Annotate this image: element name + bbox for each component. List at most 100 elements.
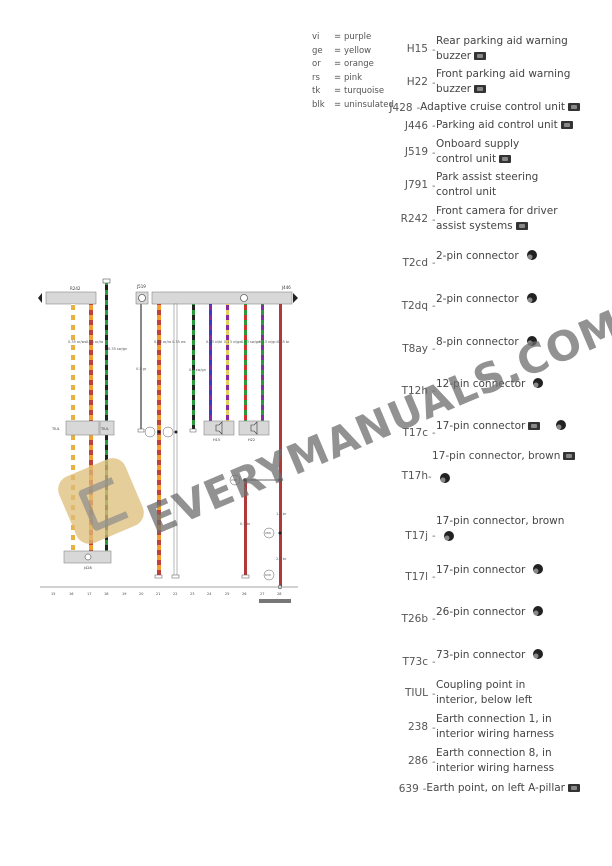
component-item: R242-Front camera for driver assist syst…	[380, 204, 580, 234]
component-desc-text: 17-pin connector	[436, 563, 526, 576]
svg-text:639: 639	[265, 573, 271, 577]
connector-icon[interactable]	[531, 377, 544, 390]
legend-row: rs=pink	[312, 72, 394, 86]
dash: -	[422, 784, 427, 795]
component-desc: 2-pin connector	[436, 292, 580, 307]
component-desc: Park assist steering control unit	[436, 170, 580, 200]
component-item: 286-Earth connection 8, in interior wiri…	[380, 746, 580, 776]
svg-text:17: 17	[87, 592, 91, 596]
legend-eq: =	[334, 32, 342, 42]
camera-icon[interactable]	[499, 155, 512, 163]
component-desc: Earth point, on left A-pillar	[426, 781, 580, 796]
connector-icon[interactable]	[442, 530, 455, 543]
svg-text:0.13 vi/ge: 0.13 vi/ge	[224, 340, 242, 344]
dash: -	[432, 180, 436, 192]
svg-text:0.35 or/ro: 0.35 or/ro	[154, 340, 171, 344]
component-code: 238	[407, 721, 428, 733]
legend-color: pink	[344, 72, 363, 83]
dash: -	[432, 257, 436, 269]
dash: -	[428, 472, 432, 483]
svg-text:238: 238	[231, 478, 237, 482]
svg-text:25: 25	[225, 592, 229, 596]
component-desc: Coupling point in interior, below left	[436, 679, 533, 706]
component-item: TIUL-Coupling point in interior, below l…	[380, 678, 580, 708]
component-desc-text: 26-pin connector	[436, 605, 526, 618]
legend-row: tk=turquoise	[312, 85, 394, 99]
connector-icon[interactable]	[525, 335, 538, 348]
component-item: T17c-17-pin connector	[380, 413, 580, 439]
camera-icon[interactable]	[563, 452, 576, 460]
reference-code-bar	[259, 599, 291, 603]
camera-icon[interactable]	[474, 52, 487, 60]
component-item: 17-pin connector, brown T17h -	[380, 450, 580, 490]
camera-icon[interactable]	[474, 85, 487, 93]
component-desc: 17-pin connector, brown	[436, 514, 580, 544]
component-desc: Adaptive cruise control unit	[420, 100, 580, 115]
camera-icon[interactable]	[568, 784, 580, 792]
component-code: J446	[404, 119, 428, 132]
svg-text:0.35 br: 0.35 br	[277, 340, 290, 344]
label-r242: R242	[70, 286, 81, 291]
connector-icon[interactable]	[438, 472, 451, 485]
legend-code: or	[312, 59, 321, 69]
svg-text:0.13 vi/bl: 0.13 vi/bl	[206, 340, 222, 344]
svg-text:28: 28	[277, 592, 281, 596]
camera-icon[interactable]	[528, 421, 541, 430]
component-code: T73c	[402, 656, 428, 668]
svg-text:26: 26	[242, 592, 246, 596]
component-code: TIUL	[404, 687, 428, 699]
connector-icon[interactable]	[525, 292, 538, 305]
component-item: J519-Onboard supply control unit	[380, 137, 580, 167]
legend-eq: =	[334, 72, 342, 83]
component-code: 639	[398, 782, 419, 795]
component-desc-text: Onboard supply control unit	[436, 138, 520, 165]
camera-icon[interactable]	[560, 121, 573, 129]
legend-row: blk=uninsulated	[312, 99, 394, 113]
svg-text:H22: H22	[248, 438, 255, 442]
camera-icon[interactable]	[515, 222, 528, 230]
component-code: J428	[389, 101, 413, 114]
component-code: T17c	[402, 427, 428, 439]
svg-text:27: 27	[260, 592, 264, 596]
legend-color: yellow	[344, 45, 372, 56]
dash: -	[432, 688, 436, 700]
component-item: J428-Adaptive cruise control unit	[380, 100, 580, 115]
component-item: T73c-73-pin connector	[380, 642, 580, 668]
connector-icon[interactable]	[554, 419, 567, 432]
component-desc: Onboard supply control unit	[436, 137, 580, 167]
svg-text:0.35 or/ws: 0.35 or/ws	[68, 340, 87, 344]
connector-icon[interactable]	[525, 249, 538, 262]
component-desc: Parking aid control unit	[436, 118, 580, 133]
svg-text:J519: J519	[136, 284, 146, 289]
component-desc-text: 17-pin connector, brown	[432, 450, 561, 462]
component-desc-text: Front parking aid warning buzzer	[436, 68, 571, 95]
camera-icon[interactable]	[568, 103, 580, 111]
legend-eq: =	[334, 99, 342, 110]
svg-text:TIUL: TIUL	[51, 427, 60, 431]
legend-color: purple	[344, 32, 372, 42]
component-code: 286	[407, 755, 428, 767]
connector-icon[interactable]	[531, 648, 544, 661]
dash: -	[432, 147, 436, 159]
component-desc: Earth connection 1, in interior wiring h…	[436, 713, 555, 740]
connector-icon[interactable]	[531, 563, 544, 576]
component-item: T2dq-2-pin connector	[380, 286, 580, 312]
component-code: T8ay	[402, 343, 428, 355]
svg-text:23: 23	[190, 592, 194, 596]
connector-icon[interactable]	[531, 605, 544, 618]
dash: -	[432, 571, 436, 583]
component-desc: 17-pin connector	[436, 419, 580, 434]
component-desc-text: 12-pin connector	[436, 377, 526, 390]
svg-text:19: 19	[122, 592, 126, 596]
legend-row: vi =purple	[312, 31, 394, 45]
component-code: T12h	[401, 385, 428, 397]
component-item: T26b-26-pin connector	[380, 599, 580, 625]
component-desc: 17-pin connector, brown	[432, 450, 576, 462]
component-desc-text: 17-pin connector	[436, 419, 526, 432]
component-desc: Rear parking aid warning buzzer	[436, 34, 580, 64]
component-item: T2cd-2-pin connector	[380, 243, 580, 269]
legend-code: vi	[312, 32, 320, 42]
dash: -	[432, 427, 436, 439]
component-desc-text: 17-pin connector, brown	[436, 515, 565, 527]
color-code-legend: vi=purple ge=yellow or=orange rs=pink tk…	[312, 31, 394, 112]
